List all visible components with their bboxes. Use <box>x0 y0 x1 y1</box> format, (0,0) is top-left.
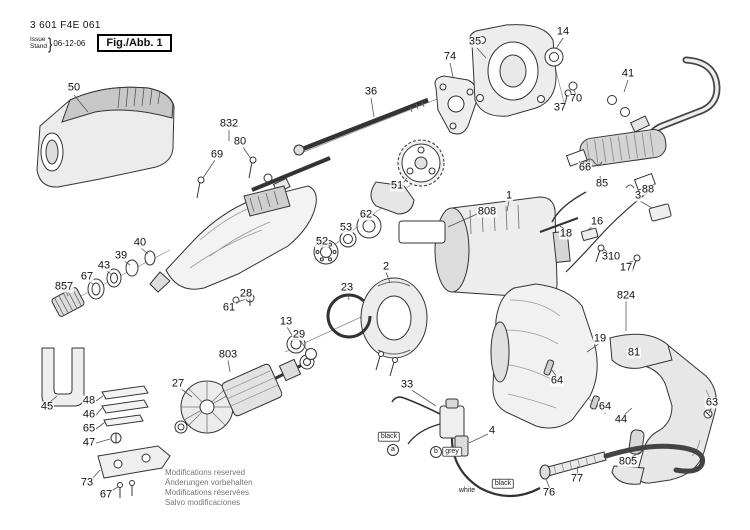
part-number: 3 601 F4E 061 <box>30 20 101 31</box>
issue-date: 06-12-06 <box>53 38 86 48</box>
callout-13: 13 <box>278 315 294 328</box>
callout-39: 39 <box>113 249 129 262</box>
titleblock: 3 601 F4E 061 Issue Stand } 06-12-06 Fig… <box>30 20 172 52</box>
brace: } <box>48 34 53 52</box>
bearing-plate <box>434 75 479 135</box>
callout-85: 85 <box>594 177 610 190</box>
callout-69: 69 <box>209 148 225 161</box>
callout-37: 37 <box>552 101 568 114</box>
callout-63: 63 <box>704 396 720 409</box>
wire-marker-a: a <box>387 444 399 456</box>
callout-824: 824 <box>615 289 637 302</box>
callout-857: 857 <box>53 280 75 293</box>
wire-label-white: white <box>456 486 478 496</box>
callout-52: 52 <box>314 235 330 248</box>
callout-14: 14 <box>555 25 571 38</box>
drive-rod <box>251 97 429 192</box>
note-line: Salvo modificaciones <box>165 498 241 507</box>
callout-76: 76 <box>541 486 557 499</box>
modifications-note: Modifications reserved Änderungen vorbeh… <box>165 468 253 508</box>
callout-43: 43 <box>96 259 112 272</box>
callout-2: 2 <box>381 260 391 273</box>
callout-17: 17 <box>618 261 634 274</box>
callout-64: 64 <box>597 400 613 413</box>
issue-stand-label: Issue Stand <box>30 35 47 50</box>
callout-64: 64 <box>549 374 565 387</box>
callout-65: 65 <box>81 422 97 435</box>
motor-housing <box>398 196 571 299</box>
callout-808: 808 <box>476 205 498 218</box>
callout-70: 70 <box>568 92 584 105</box>
cord-assembly <box>539 443 706 480</box>
callout-74: 74 <box>442 50 458 63</box>
callout-16: 16 <box>589 215 605 228</box>
gear-housing <box>149 185 317 306</box>
wire-label-black: black <box>491 478 515 490</box>
callout-50: 50 <box>66 81 82 94</box>
callout-61: 61 <box>221 301 237 314</box>
wire-label-black: black <box>377 431 401 443</box>
front-housing <box>36 86 175 188</box>
callout-62: 62 <box>358 208 374 221</box>
callout-44: 44 <box>613 413 629 426</box>
callout-1: 1 <box>504 189 514 202</box>
callout-46: 46 <box>81 408 97 421</box>
switch-assembly <box>391 191 649 498</box>
wire-marker-b: b <box>430 446 442 458</box>
armature <box>174 354 315 434</box>
bearings <box>313 213 382 265</box>
callout-23: 23 <box>339 281 355 294</box>
callout-77: 77 <box>569 472 585 485</box>
callout-67: 67 <box>98 488 114 501</box>
carbon-brushes <box>565 148 656 191</box>
callout-81: 81 <box>626 346 642 359</box>
callout-88: 88 <box>640 183 656 196</box>
callout-832: 832 <box>218 117 240 130</box>
callout-29: 29 <box>291 328 307 341</box>
stator <box>326 277 428 377</box>
callout-18: 18 <box>558 227 574 240</box>
foot-assembly <box>41 347 171 498</box>
note-line: Modifications réservées <box>165 488 250 497</box>
wire-label-grey: grey <box>442 446 462 458</box>
callout-805: 805 <box>617 455 639 468</box>
callout-47: 47 <box>81 436 97 449</box>
callout-27: 27 <box>170 377 186 390</box>
callout-51: 51 <box>389 179 405 192</box>
gear-assembly <box>370 139 445 215</box>
callout-4: 4 <box>487 424 497 437</box>
callout-33: 33 <box>399 378 415 391</box>
callout-36: 36 <box>363 85 379 98</box>
callout-73: 73 <box>79 476 95 489</box>
callout-3: 3 <box>633 189 643 202</box>
gear-cover <box>469 24 557 117</box>
callout-19: 19 <box>592 332 608 345</box>
callout-48: 48 <box>81 394 97 407</box>
rear-housing <box>490 283 643 429</box>
figure-label: Fig./Abb. 1 <box>97 34 172 52</box>
callout-35: 35 <box>467 35 483 48</box>
callout-41: 41 <box>620 67 636 80</box>
callout-803: 803 <box>217 348 239 361</box>
callout-28: 28 <box>238 287 254 300</box>
callout-53: 53 <box>338 221 354 234</box>
callout-40: 40 <box>132 236 148 249</box>
note-line: Modifications reserved <box>165 468 246 477</box>
note-line: Änderungen vorbehalten <box>165 478 253 487</box>
callout-67: 67 <box>79 270 95 283</box>
callout-310: 310 <box>600 250 622 263</box>
callout-80: 80 <box>232 135 248 148</box>
callout-66: 66 <box>577 161 593 174</box>
callout-45: 45 <box>39 400 55 413</box>
